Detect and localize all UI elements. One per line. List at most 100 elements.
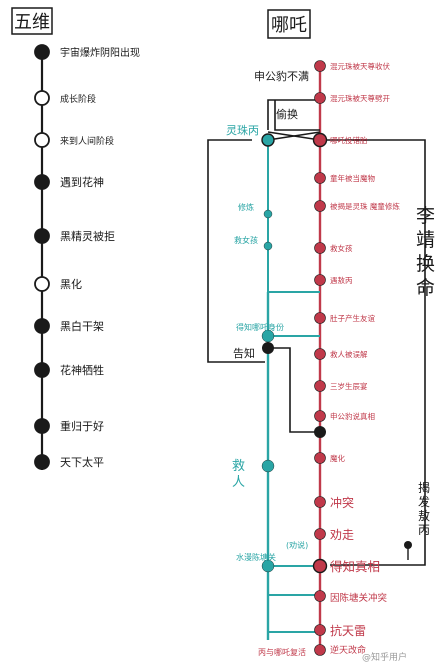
left-node-dot [34, 362, 50, 378]
left-node-dot [34, 174, 50, 190]
annotation-reveal-char: 发 [418, 494, 430, 509]
tell-junction-dot [262, 342, 274, 354]
left-node-label: 黑白干架 [60, 319, 104, 333]
teal-node-label: 修炼 [238, 202, 254, 212]
annotation-teal-mid: (劝说) [286, 540, 308, 550]
tell-path [207, 139, 265, 363]
left-node-label: 天下太平 [60, 456, 104, 469]
left-node-dot [34, 228, 50, 244]
reveal-junction-dot [404, 541, 412, 549]
left-node-dot [34, 318, 50, 334]
red-node-label: 得知真相 [330, 559, 380, 574]
annotation-swap-char: 靖 [416, 229, 435, 251]
annotation-steal: 偷换 [276, 107, 298, 121]
left-node-dot [34, 454, 50, 470]
teal-node-label-char: 救 [232, 458, 245, 474]
teal-node-dot [261, 459, 275, 473]
red-node-label: 被揭是灵珠 魔童修炼 [330, 201, 400, 211]
red-node-label: 抗天雷 [330, 623, 366, 638]
left-node-dot [34, 90, 50, 106]
left-node-group: 宇宙爆炸阴阳出现成长阶段来到人间阶段遇到花神黑精灵被拒黑化黑白干架花神牺牲重归于… [34, 44, 140, 470]
left-node-label: 花神牺牲 [60, 363, 104, 377]
red-node-label: 哪吒投错胎 [330, 135, 368, 145]
red-node-dot [314, 172, 326, 184]
annotation-reveal-char: 揭 [418, 480, 430, 495]
teal-node-dot [263, 209, 273, 219]
swap-path [320, 139, 426, 566]
red-node-label: 童年被当魔物 [330, 173, 375, 183]
right-title-box [267, 9, 311, 39]
annotation-shen: 申公豹不满 [254, 70, 309, 83]
shen-path [268, 347, 320, 433]
red-node-dot [314, 624, 326, 636]
annotation-reveal-char: 敖 [418, 508, 430, 523]
red-node-label: 冲突 [330, 495, 354, 510]
annotation-swap-char: 命 [416, 277, 435, 299]
left-node-label: 来到人间阶段 [60, 135, 114, 147]
red-node-dot [314, 274, 326, 286]
teal-node-label: 灵珠丙 [226, 123, 259, 137]
red-node-label: 救人被误解 [330, 349, 368, 359]
left-node-label: 宇宙爆炸阴阳出现 [60, 46, 140, 59]
left-node-dot [34, 276, 50, 292]
red-node-dot [314, 452, 326, 464]
left-node-label: 重归于好 [60, 419, 104, 433]
teal-node-label: 水漫陈塘关 [236, 552, 276, 562]
steal-bracket [274, 100, 320, 131]
red-node-dot [314, 410, 326, 422]
annotation-reveal-char: 丙 [418, 523, 430, 537]
left-node-label: 黑精灵被拒 [60, 230, 115, 243]
right-title: 哪吒 [271, 15, 307, 36]
shen-junction-dot [314, 426, 326, 438]
red-node-label: 遇敖丙 [330, 275, 353, 285]
left-node-dot [34, 44, 50, 60]
teal-node-dot [261, 133, 275, 147]
red-node-dot [312, 132, 328, 148]
red-node-dot [314, 92, 326, 104]
red-node-label: 混元珠被天尊收伏 [330, 61, 390, 71]
red-node-label: 申公豹说真相 [330, 411, 375, 421]
teal-node-label: 得知哪吒身份 [236, 322, 284, 332]
watermark: @知乎用户 [362, 651, 407, 663]
red-node-dot [314, 348, 326, 360]
red-node-dot [314, 496, 326, 508]
left-node-label: 黑化 [60, 277, 82, 291]
teal-node-dot [263, 241, 273, 251]
red-node-dot [314, 200, 326, 212]
red-node-dot [312, 558, 328, 574]
red-node-dot [314, 644, 326, 656]
red-node-label: 劝走 [330, 527, 354, 542]
left-title: 五维 [14, 12, 50, 33]
teal-node-dot [261, 559, 275, 573]
red-node-label: 三岁生辰宴 [330, 381, 368, 391]
cross-line-b [267, 131, 321, 141]
annotation-tell: 告知 [233, 346, 255, 360]
red-node-dot [314, 590, 326, 602]
teal-node-label: 救女孩 [234, 235, 258, 245]
steal-bracket-2 [267, 99, 320, 130]
left-node-label: 遇到花神 [60, 175, 104, 189]
left-node-label: 成长阶段 [60, 93, 96, 105]
left-node-dot [34, 418, 50, 434]
red-node-label: 魔化 [330, 453, 345, 463]
red-node-label: 肚子产生友谊 [330, 313, 375, 323]
red-node-dot [314, 528, 326, 540]
left-node-dot [34, 132, 50, 148]
red-node-label: 因陈塘关冲突 [330, 592, 388, 604]
annotation-swap-char: 换 [416, 253, 435, 275]
red-node-label: 逆天改命 [330, 644, 366, 656]
red-node-dot [314, 380, 326, 392]
teal-node-label-char: 人 [232, 475, 245, 490]
red-node-dot [314, 312, 326, 324]
red-node-label: 混元珠被天尊劈开 [330, 93, 390, 103]
annotation-bottom-teal: 丙与哪吒复活 [258, 647, 306, 657]
red-node-label: 救女孩 [330, 243, 353, 253]
red-node-dot [314, 60, 326, 72]
red-node-dot [314, 242, 326, 254]
annotation-swap-char: 李 [416, 205, 435, 227]
